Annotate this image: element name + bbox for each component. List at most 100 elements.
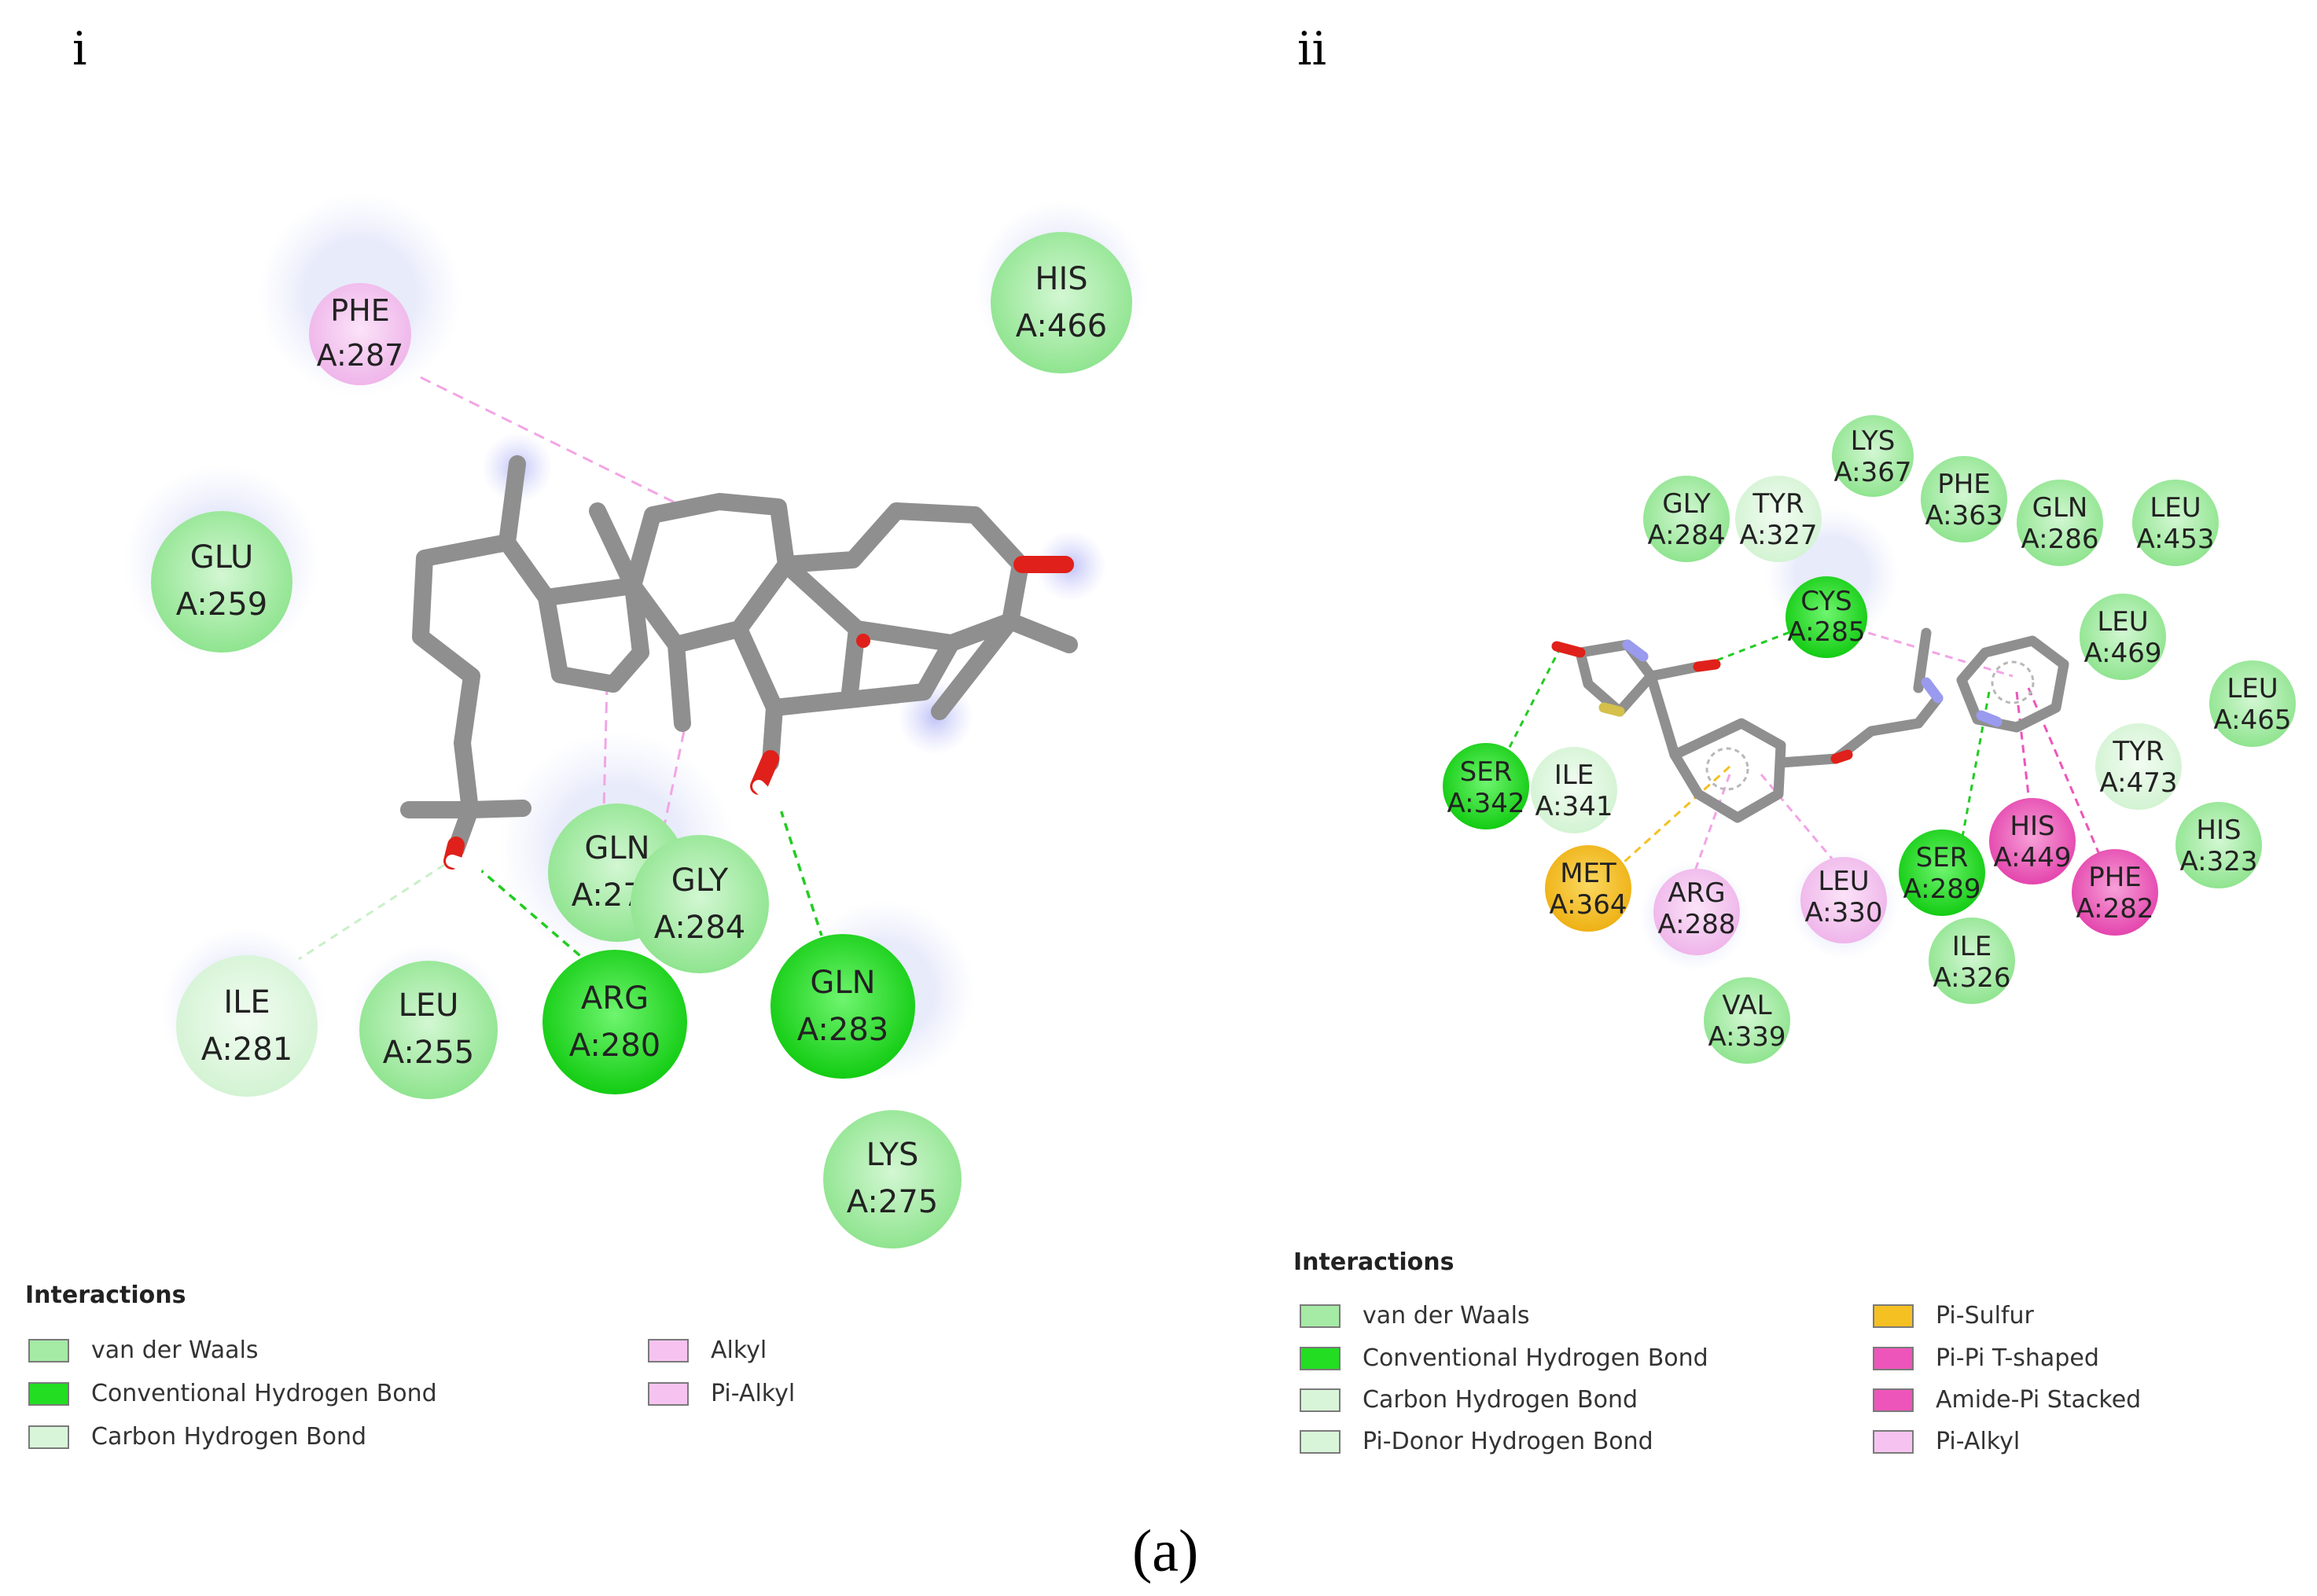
aromatic-ring-marker bbox=[1991, 660, 2035, 704]
legend-label: Pi-Donor Hydrogen Bond bbox=[1363, 1428, 1653, 1455]
legend-label: Conventional Hydrogen Bond bbox=[91, 1380, 437, 1407]
residue-id: A:339 bbox=[1708, 1021, 1786, 1053]
legend-item-amide-pi-stacked: Amide-Pi Stacked bbox=[1873, 1386, 2141, 1414]
residue-id: A:453 bbox=[2136, 524, 2214, 555]
residue-id: A:281 bbox=[201, 1032, 292, 1068]
residue-name: LEU bbox=[2150, 492, 2201, 524]
legend-label: Conventional Hydrogen Bond bbox=[1363, 1344, 1708, 1372]
residue-id: A:283 bbox=[797, 1012, 888, 1048]
residue-id: A:323 bbox=[2179, 846, 2257, 877]
residue-name: GLU bbox=[190, 539, 254, 576]
legend-title: Interactions bbox=[1293, 1248, 1455, 1276]
residue-id: A:469 bbox=[2083, 638, 2161, 669]
pi-interaction-line bbox=[1855, 627, 2014, 678]
residue-gly-284[interactable]: GLY A:284 bbox=[631, 835, 769, 973]
residue-id: A:289 bbox=[1903, 873, 1980, 905]
residue-name: ILE bbox=[223, 984, 270, 1020]
residue-name: CYS bbox=[1800, 586, 1852, 617]
residue-id: A:286 bbox=[2021, 524, 2098, 555]
legend-label: Carbon Hydrogen Bond bbox=[91, 1423, 367, 1451]
ligand-molecule-ii bbox=[1575, 627, 2069, 823]
residue-id: A:284 bbox=[654, 910, 745, 946]
legend-item-van-der-waals: van der Waals bbox=[1300, 1302, 1530, 1329]
ligand-ring bbox=[1669, 718, 1786, 823]
residue-name: LEU bbox=[1818, 866, 1869, 897]
residue-name: HIS bbox=[2196, 815, 2241, 846]
residue-id: A:288 bbox=[1657, 909, 1735, 940]
ligand-bond bbox=[1002, 612, 1078, 653]
legend-item-pi-sulfur: Pi-Sulfur bbox=[1873, 1302, 2034, 1329]
legend-panel-i: Interactions van der Waals Conventional … bbox=[25, 1282, 969, 1470]
ligand-molecule bbox=[400, 455, 1078, 858]
legend-swatch bbox=[28, 1381, 69, 1406]
ligand-ring bbox=[778, 502, 1029, 652]
ligand-bond bbox=[1913, 627, 1932, 693]
residue-id: A:280 bbox=[569, 1028, 660, 1064]
residue-name: GLY bbox=[671, 862, 729, 899]
legend-item-van-der-waals: van der Waals bbox=[28, 1337, 259, 1364]
pi-alkyl-line bbox=[1760, 774, 1845, 873]
residue-name: ILE bbox=[1952, 931, 1992, 962]
legend-swatch bbox=[28, 1338, 69, 1362]
panel-i-label: i bbox=[72, 22, 87, 75]
legend-item-pi-alkyl: Pi-Alkyl bbox=[1873, 1428, 2020, 1455]
legend-label: van der Waals bbox=[91, 1337, 259, 1364]
legend-swatch bbox=[648, 1381, 689, 1406]
residue-id: A:449 bbox=[1993, 842, 2071, 873]
residue-id: A:285 bbox=[1787, 616, 1865, 648]
residue-name: GLN bbox=[584, 830, 649, 866]
legend-item-carbon-hydrogen-bond: Carbon Hydrogen Bond bbox=[1300, 1386, 1638, 1414]
ligand-bond bbox=[1830, 693, 1944, 764]
pi-pi-line bbox=[2015, 691, 2034, 830]
residue-ile-281[interactable]: ILE A:281 bbox=[176, 955, 318, 1097]
legend-label: Pi-Sulfur bbox=[1936, 1302, 2034, 1329]
hydrogen-bond-line bbox=[779, 809, 823, 936]
ligand-bond bbox=[1775, 753, 1841, 768]
legend-label: Carbon Hydrogen Bond bbox=[1363, 1386, 1638, 1414]
ligand-bond bbox=[412, 534, 516, 818]
figure-caption: (a) bbox=[1132, 1518, 1199, 1584]
alkyl-interaction-line bbox=[663, 730, 686, 826]
residue-id: A:466 bbox=[1016, 308, 1107, 344]
ring-oxygen bbox=[856, 634, 870, 648]
legend-panel-ii: Interactions van der Waals Conventional … bbox=[1293, 1248, 2237, 1469]
legend-swatch bbox=[1873, 1346, 1914, 1370]
carbonyl-oxygen bbox=[1551, 641, 1586, 658]
ring-sulfur bbox=[1598, 702, 1625, 717]
residue-name: GLY bbox=[1662, 488, 1711, 520]
ligand-bond bbox=[498, 534, 555, 606]
ligand-bond bbox=[668, 636, 691, 732]
ligand-ring bbox=[730, 556, 866, 716]
legend-swatch bbox=[1300, 1388, 1341, 1412]
